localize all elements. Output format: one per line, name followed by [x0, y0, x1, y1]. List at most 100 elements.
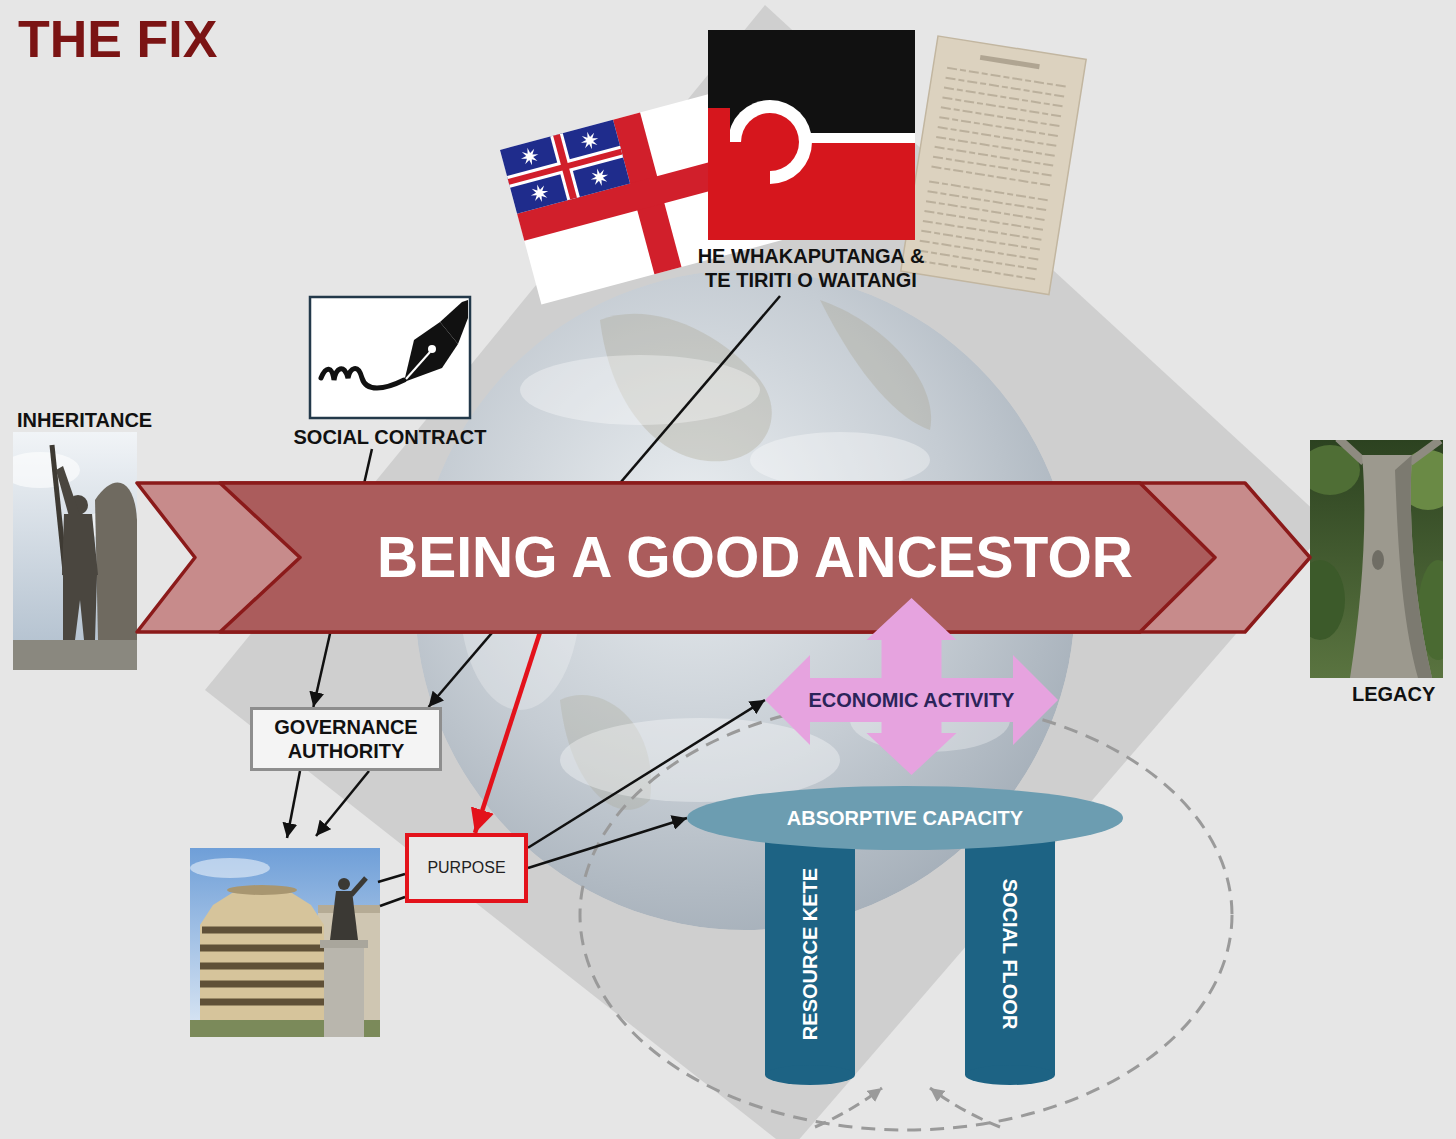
node-text: GOVERNANCE AUTHORITY	[253, 715, 439, 763]
node-text: RESOURCE KETE	[798, 867, 822, 1039]
page-title: THE FIX	[18, 10, 217, 70]
beehive-windows	[200, 930, 324, 1002]
cycle-return-arrow	[930, 1088, 1000, 1127]
statue-figure	[338, 878, 350, 890]
statue-base	[13, 640, 137, 670]
inheritance-caption-holder: INHERITANCE	[17, 408, 152, 432]
band-outer-arrow	[137, 483, 1310, 632]
tree-trunk-shade	[1395, 455, 1432, 678]
canton-star	[519, 146, 541, 168]
flag-koru-opening	[708, 142, 770, 192]
cross-shape	[765, 598, 1058, 775]
photo-ground	[190, 1020, 380, 1037]
photo-sky	[190, 848, 380, 1037]
statue-pedestal	[320, 940, 368, 948]
title-holder: THE FIX	[18, 10, 217, 70]
canton-cross-edge	[507, 146, 623, 188]
social-floor-cylinder: SOCIAL FLOOR	[965, 822, 1055, 1085]
statue-figure	[68, 495, 88, 515]
icon-frame	[310, 297, 470, 418]
node-text: HE WHAKAPUTANGA & TE TIRITI O WAITANGI	[690, 244, 932, 292]
flag-koru	[728, 100, 812, 184]
statue-staff	[52, 445, 72, 640]
statue-figure	[95, 483, 137, 640]
photo-forest	[1310, 440, 1443, 678]
beehive-roof	[227, 885, 297, 895]
flag-koru-opening	[708, 108, 730, 142]
cylinder-top	[765, 822, 855, 842]
absorptive-capacity-ellipse: ABSORPTIVE CAPACITY	[687, 786, 1123, 850]
canton-star	[529, 182, 551, 204]
globe-land	[820, 300, 931, 430]
flag-canton	[500, 120, 630, 214]
tree-branch	[1338, 440, 1440, 462]
treaty-document-image	[901, 36, 1086, 295]
background-diamond	[205, 5, 1330, 1139]
parliament-to-purpose-line	[378, 874, 405, 882]
beehive-building	[200, 888, 324, 1022]
legacy-caption-holder: LEGACY	[1352, 682, 1435, 706]
cycle-return-arrow	[815, 1088, 882, 1127]
statue-pedestal	[324, 945, 364, 1037]
node-text: BEING A GOOD ANCESTOR	[377, 523, 1133, 591]
vertical-double-arrow	[867, 598, 957, 775]
flag-cross	[517, 146, 777, 241]
cylinder-top	[965, 822, 1055, 842]
node-text: SOCIAL FLOOR	[998, 878, 1022, 1029]
statue-figure	[330, 891, 358, 940]
node-text: ABSORPTIVE CAPACITY	[787, 806, 1023, 830]
photo-cloud	[190, 858, 270, 878]
globe-cloud	[750, 432, 930, 488]
photo-cloud	[80, 511, 137, 539]
document-sheet	[901, 36, 1086, 295]
stone-building	[318, 910, 380, 1037]
node-text: SOCIAL CONTRACT	[294, 425, 487, 449]
statue-figure	[62, 514, 98, 575]
cylinder-body	[965, 832, 1055, 1075]
statue-figure	[63, 575, 97, 640]
tino-rangatiratanga-flag	[708, 30, 915, 240]
statue-figure	[56, 466, 80, 520]
document-script-lines	[917, 68, 1068, 280]
cylinder-body	[765, 832, 855, 1075]
photo-cloud	[13, 452, 80, 488]
kauri-tree-image	[1310, 440, 1443, 678]
foliage	[1418, 560, 1443, 660]
node-text: PURPOSE	[427, 858, 505, 877]
canton-star	[588, 166, 610, 188]
authority-to-parliament-arrow	[316, 771, 369, 836]
social-contract-icon	[310, 297, 470, 418]
parliament-to-purpose-line	[380, 897, 405, 906]
connector-arrow	[475, 632, 540, 833]
social-contract-node: SOCIAL CONTRACT	[285, 297, 495, 449]
flag-koru-centre	[741, 113, 799, 171]
node-text: ECONOMIC ACTIVITY	[809, 688, 1015, 712]
foliage	[1398, 450, 1443, 510]
trunk-knot	[1372, 550, 1384, 570]
flag-white-stripe	[798, 133, 915, 143]
canton-star	[579, 129, 601, 151]
tree-trunk	[1350, 455, 1432, 678]
purpose-box: PURPOSE	[405, 833, 528, 903]
pen-body	[440, 300, 468, 344]
pen-hole	[428, 345, 436, 353]
legacy-caption: LEGACY	[1352, 682, 1435, 706]
foliage	[1310, 445, 1360, 495]
band-inner-arrow	[220, 483, 1215, 632]
foliage	[1310, 560, 1345, 640]
treaty-caption: HE WHAKAPUTANGA & TE TIRITI O WAITANGI	[690, 240, 932, 296]
governance-box: GOVERNANCE AUTHORITY	[250, 707, 442, 771]
stone-building	[318, 905, 380, 913]
cylinder-base	[765, 1065, 855, 1085]
parliament-image	[190, 848, 380, 1037]
resource-kete-cylinder: RESOURCE KETE	[765, 822, 855, 1085]
connector-arrow	[528, 818, 687, 868]
flag-black-field	[708, 30, 915, 240]
canton-cross	[508, 149, 623, 185]
canton-cross	[553, 134, 577, 200]
globe-cloud	[520, 355, 760, 425]
document-heading-mark	[980, 55, 1040, 69]
flag-cross	[613, 112, 681, 274]
flag-red-field	[708, 142, 915, 240]
